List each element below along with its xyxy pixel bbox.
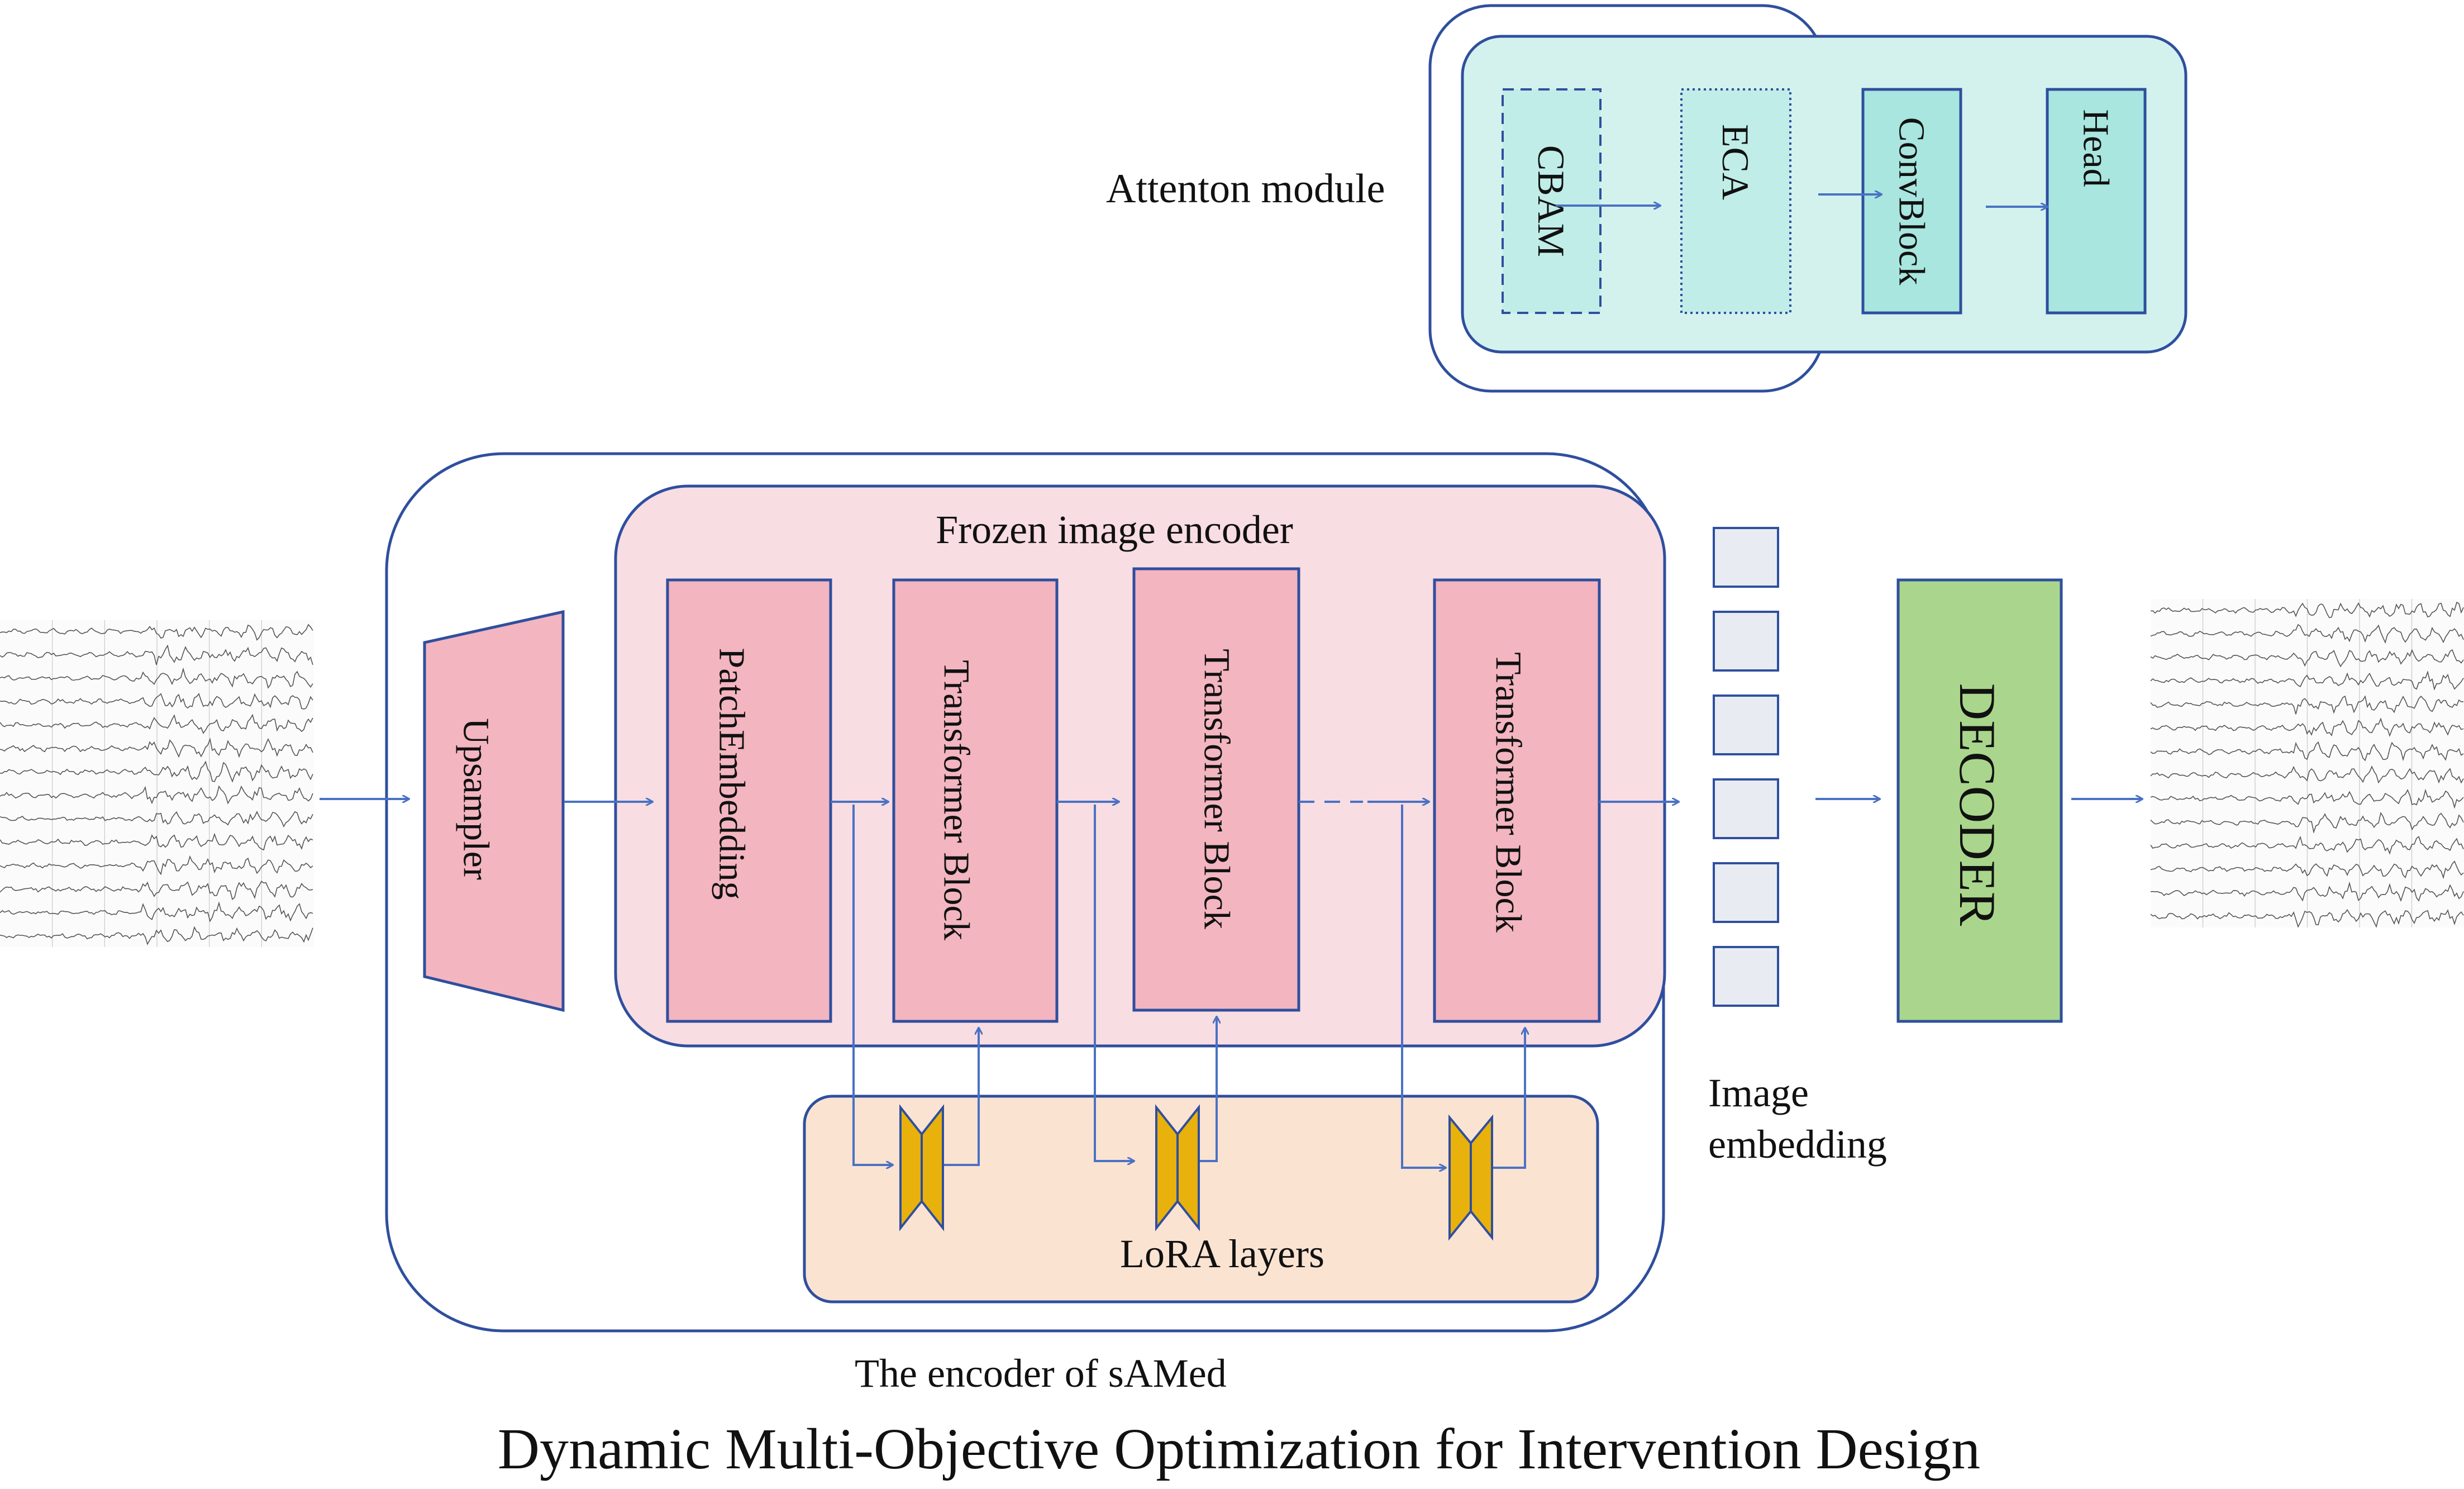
- cbam-label: CBAM: [1530, 145, 1572, 257]
- lora-branch-3: [1401, 805, 1525, 1241]
- footer-title: Dynamic Multi-Objective Optimization for…: [498, 1417, 1980, 1481]
- transformer-block-2: [1132, 567, 1300, 1012]
- image-embedding: [1713, 527, 1779, 1007]
- image-embedding-label-line1: Image: [1708, 1071, 1809, 1115]
- eeg-input-signal: [0, 620, 314, 947]
- convblock-label: ConvBlock: [1891, 117, 1932, 286]
- frozen-encoder-label: Frozen image encoder: [936, 507, 1293, 552]
- head-label: Head: [2076, 109, 2117, 187]
- embedding-token: [1713, 946, 1779, 1007]
- lora-panel: [803, 1095, 1599, 1304]
- decoder-label: DECODER: [1949, 683, 2006, 926]
- lora-branch-2: [1094, 805, 1217, 1231]
- patch-embedding-block: [666, 578, 832, 1023]
- attention-module-label: Attenton module: [1106, 166, 1385, 212]
- lora-branch-1: [852, 805, 979, 1231]
- transformer-block-3: [1433, 578, 1601, 1023]
- convblock-block: [1861, 88, 1962, 315]
- cbam-block: [1502, 88, 1602, 314]
- embedding-token: [1713, 527, 1779, 588]
- upsampler-label: Upsampler: [456, 718, 497, 880]
- eca-label: ECA: [1714, 124, 1757, 200]
- head-block: [2046, 88, 2147, 315]
- encoder-label: The encoder of sAMed: [855, 1351, 1227, 1396]
- upsampler-block: [423, 610, 565, 1012]
- attention-module: CBAM ECA ConvBlock Head Attenton module: [1106, 4, 2187, 393]
- decoder-block: [1896, 578, 2063, 1023]
- transformer-block-2-label: Transformer Block: [1197, 649, 1237, 929]
- transformer-block-1-label: Transformer Block: [936, 660, 977, 940]
- embedding-token: [1713, 778, 1779, 839]
- encoder-of-samed: Frozen image encoder LoRA layers Upsampl…: [320, 452, 1679, 1396]
- embedding-token: [1713, 694, 1779, 755]
- eca-block: [1680, 88, 1791, 314]
- image-embedding-label-line2: embedding: [1708, 1122, 1887, 1167]
- patch-embedding-label: PatchEmbedding: [712, 648, 752, 900]
- eeg-output-signal: [2150, 599, 2464, 928]
- transformer-block-3-label: Transformer Block: [1488, 652, 1529, 933]
- embedding-token: [1713, 862, 1779, 923]
- lora-label: LoRA layers: [1120, 1231, 1324, 1276]
- embedding-token: [1713, 611, 1779, 672]
